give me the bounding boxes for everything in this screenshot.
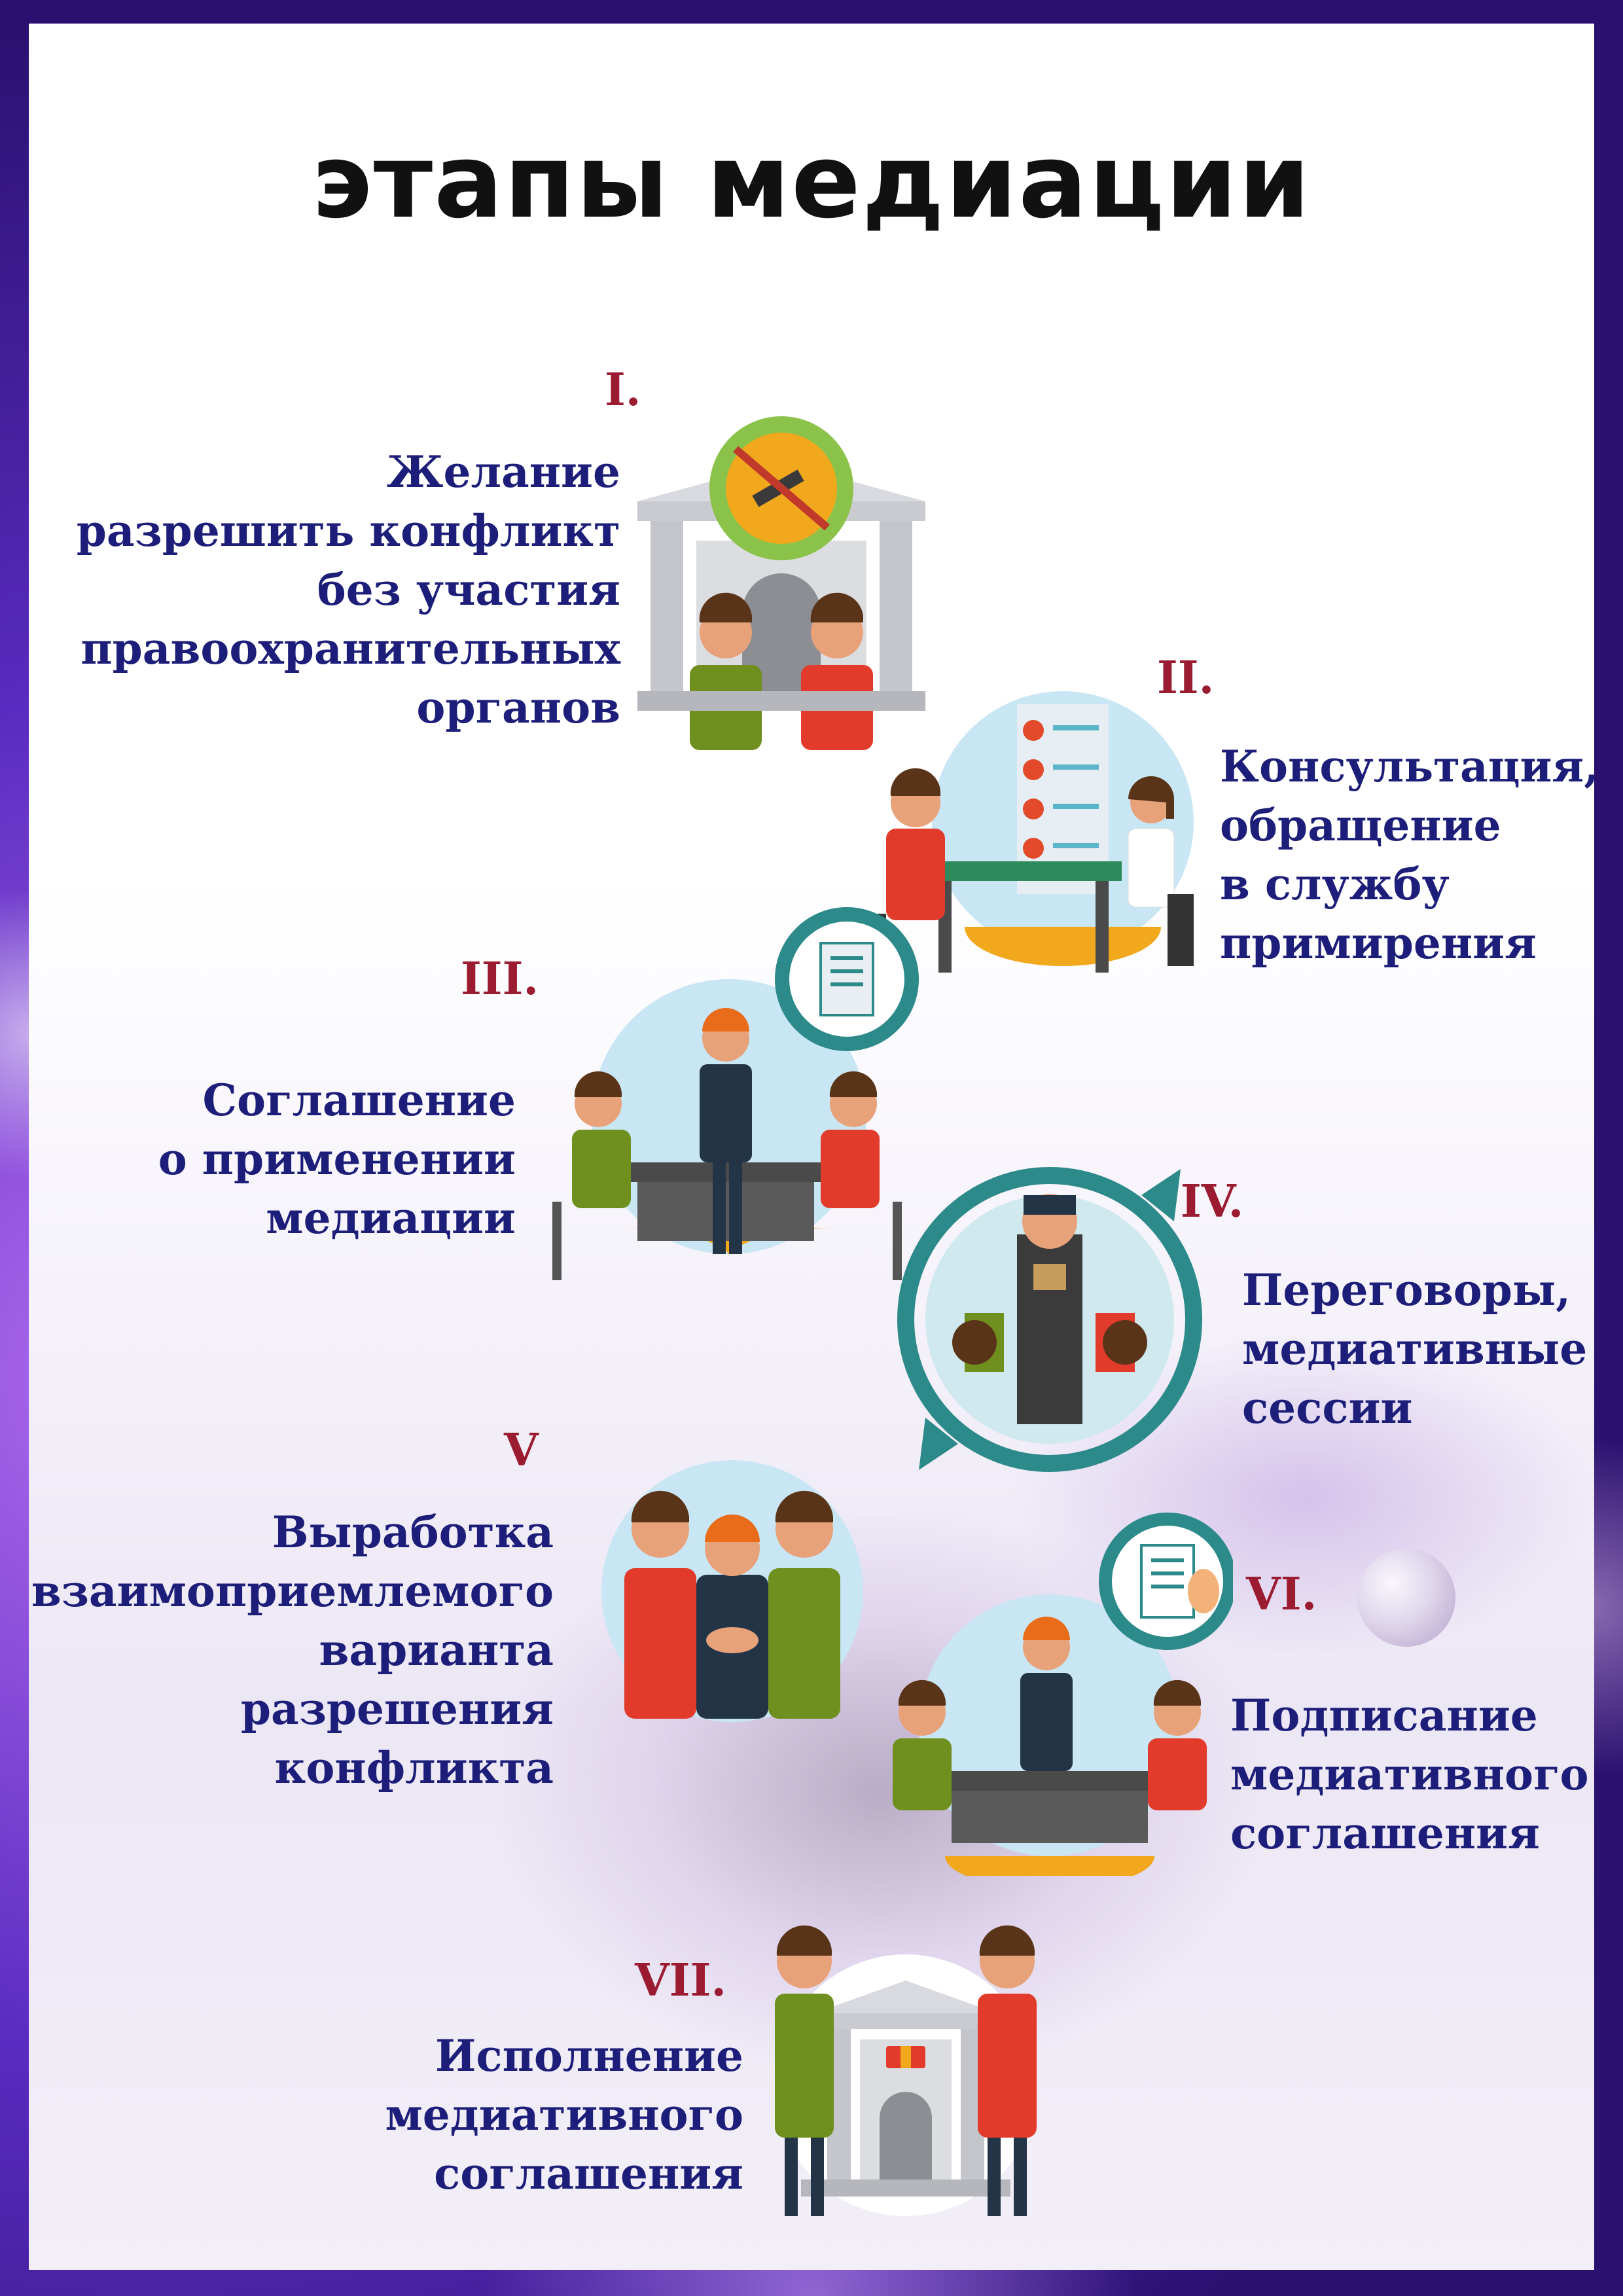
stage-line: разрешения <box>240 1683 554 1734</box>
stage-line: конфликта <box>274 1742 554 1793</box>
stage-line: взаимоприемлемого <box>31 1566 554 1617</box>
stage-text-1: Желание разрешить конфликт без участия п… <box>77 442 620 737</box>
stage-numeral-1: I. <box>605 364 641 416</box>
stage-line: Подписание <box>1230 1690 1538 1741</box>
stage-line: органов <box>416 682 620 733</box>
agreement-meeting-icon <box>552 907 919 1280</box>
page-title: этапы медиации <box>312 122 1311 241</box>
stage-line: Консультация, <box>1220 741 1594 792</box>
stage-line: соглашения <box>1230 1808 1540 1859</box>
stage-numeral-7: VII. <box>635 1954 727 2007</box>
stage-line: примирения <box>1220 918 1537 969</box>
stage-line: медиативного <box>1230 1749 1589 1800</box>
exchange-courthouse-icon <box>775 1925 1037 2216</box>
stage-line: варианта <box>319 1624 554 1676</box>
stage-numeral-5: V <box>504 1424 539 1477</box>
stage-line: медиативные <box>1242 1323 1588 1374</box>
stage-line: медиативного <box>385 2089 743 2140</box>
stage-line: без участия <box>317 564 620 615</box>
stage-text-4: Переговоры, медиативные сессии <box>1242 1261 1587 1437</box>
stage-line: Переговоры, <box>1242 1265 1571 1316</box>
stage-line: Желание <box>386 446 620 497</box>
negotiation-table-icon <box>897 1167 1202 1472</box>
stage-text-6: Подписание медиативного соглашения <box>1230 1686 1589 1863</box>
courthouse-no-gavel-icon <box>637 416 925 750</box>
stage-text-7: Исполнение медиативного соглашения <box>385 2026 743 2203</box>
stage-text-5: Выработка взаимоприемлемого варианта раз… <box>31 1503 554 1797</box>
stage-line: в службу <box>1220 859 1450 910</box>
stage-numeral-4: IV. <box>1181 1175 1244 1228</box>
stage-line: обращение <box>1220 800 1501 851</box>
stage-line: Соглашение <box>202 1075 516 1126</box>
stage-line: о применении <box>158 1134 516 1185</box>
consultation-office-icon <box>873 691 1194 979</box>
stage-text-2: Консультация, обращение в службу примире… <box>1220 737 1594 973</box>
stage-line: правоохранительных <box>80 623 620 674</box>
poster-panel: этапы медиации I. Желание разрешить конф… <box>29 24 1594 2270</box>
water-drop <box>1357 1549 1455 1647</box>
stage-numeral-6: VI. <box>1246 1568 1317 1621</box>
signing-document-icon <box>893 1513 1233 1876</box>
stage-line: Выработка <box>272 1507 554 1558</box>
stage-line: соглашения <box>434 2148 743 2199</box>
stage-line: сессии <box>1242 1382 1413 1433</box>
handshake-group-icon <box>601 1460 863 1722</box>
stage-numeral-3: III. <box>461 953 539 1005</box>
stage-line: Исполнение <box>435 2030 743 2081</box>
stage-numeral-2: II. <box>1157 652 1215 704</box>
stage-line: разрешить конфликт <box>76 505 620 556</box>
stage-line: медиации <box>266 1193 516 1244</box>
stage-text-3: Соглашение о применении медиации <box>158 1071 516 1247</box>
